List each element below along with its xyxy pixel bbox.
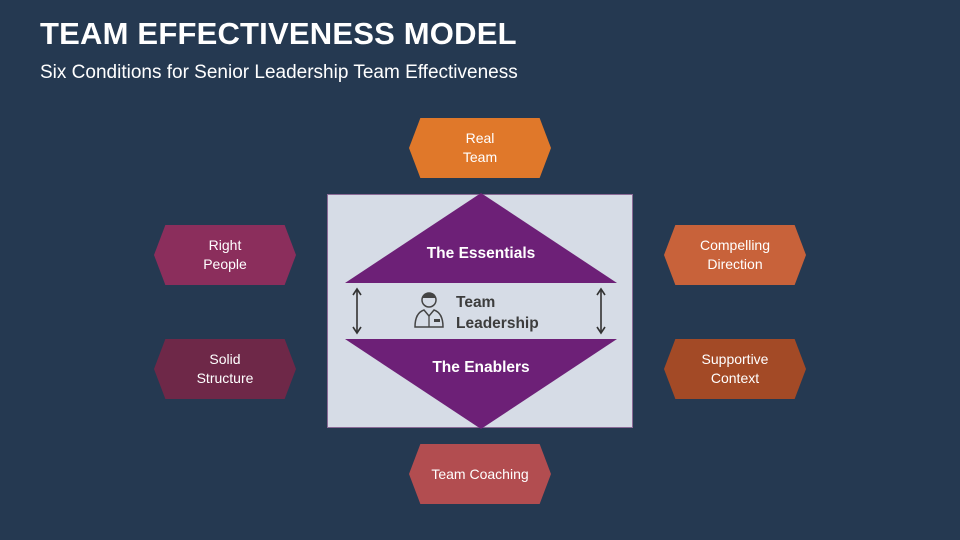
double-arrow-icon-right xyxy=(596,287,606,335)
team-leadership-label: Team Leadership xyxy=(456,294,539,332)
leader-person-icon xyxy=(414,292,444,328)
hex-team-coaching: Team Coaching xyxy=(409,444,551,504)
hex-solid-structure-label: Solid Structure xyxy=(196,351,254,386)
hex-real-team: Real Team xyxy=(409,118,551,178)
enablers-label: The Enablers xyxy=(432,359,530,376)
hex-compelling-direction-label: Compelling Direction xyxy=(699,237,771,272)
hex-solid-structure: Solid Structure xyxy=(154,339,296,399)
hex-right-people: Right People xyxy=(154,225,296,285)
hex-real-team-label: Real Team xyxy=(462,130,498,165)
page-subtitle: Six Conditions for Senior Leadership Tea… xyxy=(40,62,518,83)
double-arrow-icon-left xyxy=(352,287,362,335)
hex-supportive-context-label: Supportive Context xyxy=(701,351,769,386)
hex-team-coaching-label: Team Coaching xyxy=(431,465,529,482)
essentials-label: The Essentials xyxy=(426,245,536,262)
page-title: TEAM EFFECTIVENESS MODEL xyxy=(40,16,517,51)
hex-compelling-direction: Compelling Direction xyxy=(664,225,806,285)
hex-supportive-context: Supportive Context xyxy=(664,339,806,399)
hex-right-people-label: Right People xyxy=(203,237,247,272)
